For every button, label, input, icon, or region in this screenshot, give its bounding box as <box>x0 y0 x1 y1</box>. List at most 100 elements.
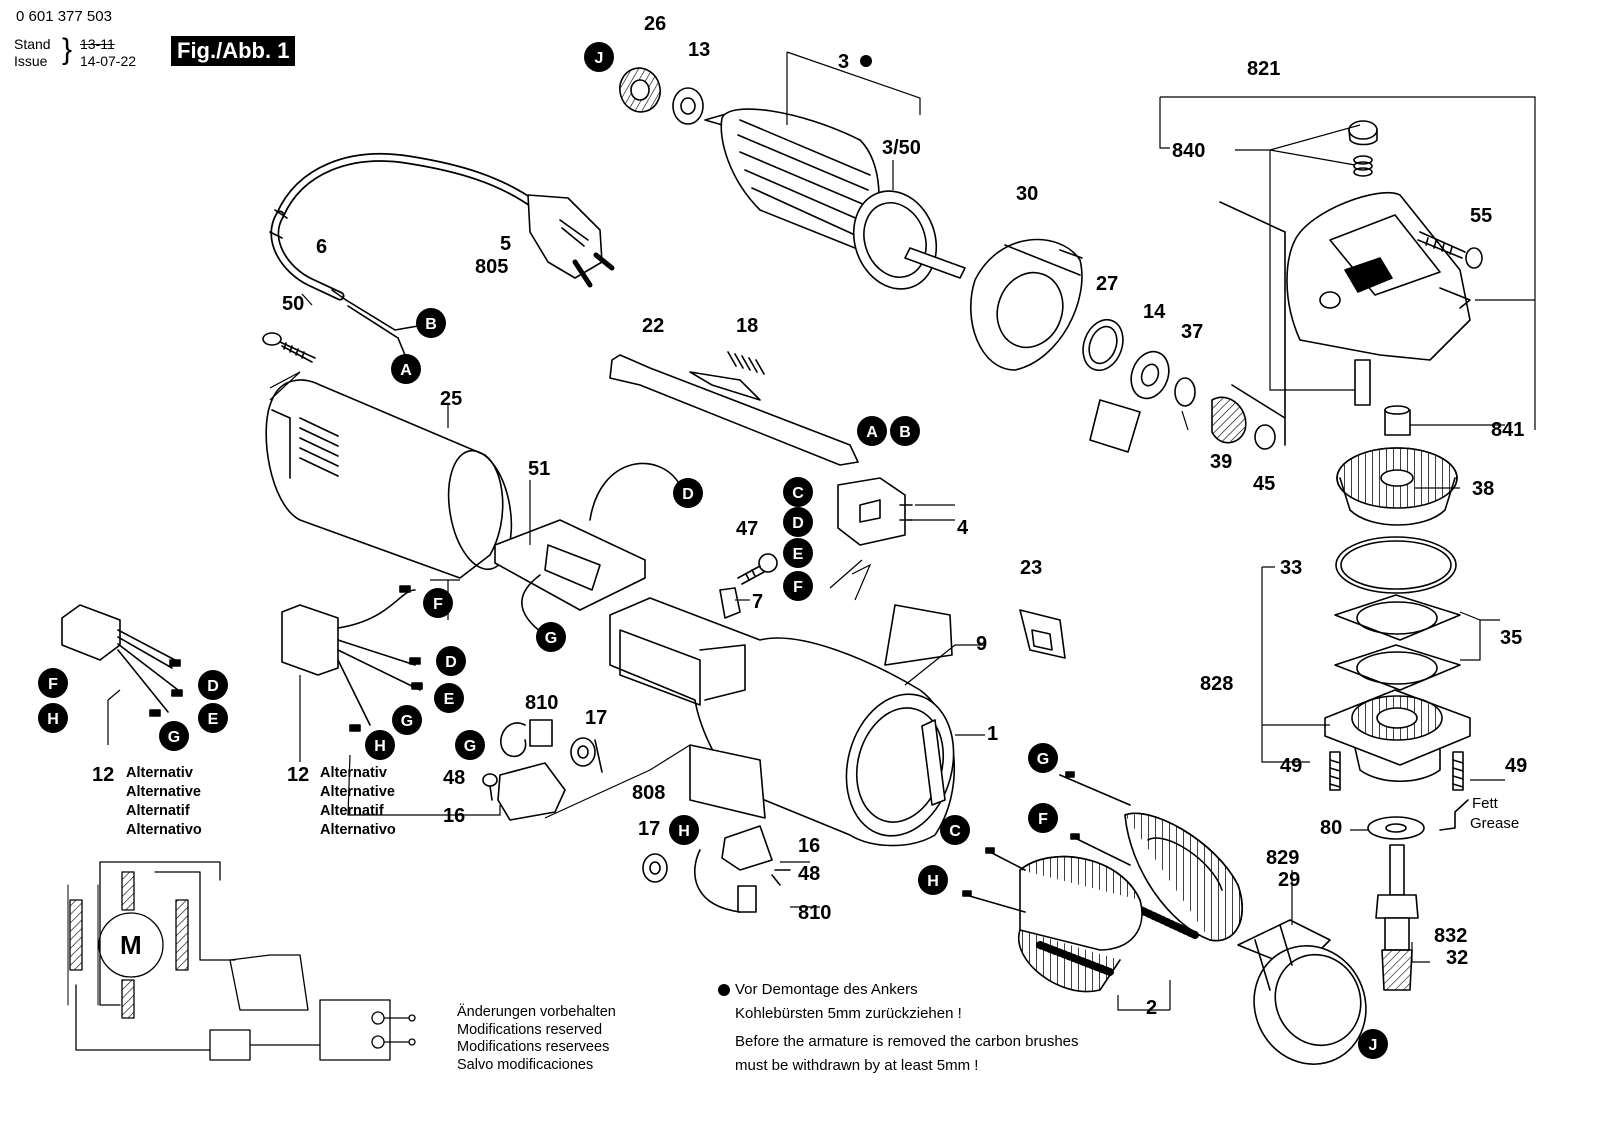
wiring-schematic <box>67 861 416 1061</box>
callout-h-3: H <box>669 815 699 845</box>
note-de-line-2: Kohlebürsten 5mm zurückziehen ! <box>735 1005 962 1022</box>
spring-small <box>1353 155 1373 177</box>
callout-h-2: H <box>38 703 68 733</box>
svg-text:G: G <box>1037 751 1049 768</box>
label-17-bottom: 17 <box>638 818 660 840</box>
alt-right-en: Alternative <box>320 784 395 800</box>
svg-text:G: G <box>545 630 557 647</box>
alt-left-es: Alternativo <box>126 822 202 838</box>
issue-date: 14-07-22 <box>80 53 137 69</box>
svg-text:H: H <box>927 873 939 890</box>
air-guide-30 <box>970 238 1083 371</box>
svg-text:H: H <box>374 738 386 755</box>
screw-47 <box>737 553 778 585</box>
callout-d-1: D <box>673 478 703 508</box>
svg-text:F: F <box>1038 811 1048 828</box>
lever-23 <box>1019 609 1066 659</box>
label-26: 26 <box>644 13 666 35</box>
note-de-line-1: Vor Demontage des Ankers <box>735 981 918 998</box>
field-leads <box>962 771 1131 913</box>
svg-text:F: F <box>793 579 803 596</box>
callout-g-3: G <box>159 721 189 751</box>
label-50: 50 <box>282 293 304 315</box>
label-840: 840 <box>1172 140 1205 162</box>
armature-note-en: Before the armature is removed the carbo… <box>735 1033 1079 1075</box>
label-23: 23 <box>1020 557 1042 579</box>
callout-g-2: G <box>392 705 422 735</box>
svg-text:F: F <box>48 676 58 693</box>
svg-text:C: C <box>792 485 804 502</box>
figure-badge: Fig./Abb. 1 <box>171 36 296 66</box>
screw-55 <box>1417 231 1483 269</box>
callout-e-1: E <box>783 538 813 568</box>
housing-cover-25 <box>265 379 513 579</box>
callout-b-2: B <box>890 416 920 446</box>
oring-33 <box>1335 536 1457 594</box>
label-32: 32 <box>1446 947 1468 969</box>
brush-holder-right <box>642 825 791 913</box>
vent-cap <box>1348 120 1378 146</box>
alt-right-de: Alternativ <box>320 765 387 781</box>
callout-g-1: G <box>536 622 566 652</box>
modifications-fr: Modifications reservees <box>457 1039 610 1055</box>
label-16-right: 16 <box>798 835 820 857</box>
alternatives-left: Alternativ Alternative Alternatif Altern… <box>126 764 202 840</box>
leader-lines <box>107 51 1536 1011</box>
label-3: 3 <box>838 51 849 73</box>
callout-h-1: H <box>365 730 395 760</box>
label-47: 47 <box>736 518 758 540</box>
svg-text:D: D <box>445 654 457 671</box>
bearing-26 <box>619 67 661 113</box>
label-22: 22 <box>642 315 664 337</box>
label-828: 828 <box>1200 673 1233 695</box>
svg-text:H: H <box>678 823 690 840</box>
label-12-left: 12 <box>92 764 114 786</box>
label-6: 6 <box>316 236 327 258</box>
field-coil-lower <box>1017 855 1143 993</box>
module-51 <box>494 462 681 636</box>
label-805: 805 <box>475 256 508 278</box>
callout-markers: J B A D A B C D E F F G D E G H F D H E … <box>38 42 1388 1059</box>
screws-49 <box>1329 751 1464 791</box>
svg-text:A: A <box>866 424 878 441</box>
svg-text:H: H <box>47 711 59 728</box>
label-7: 7 <box>752 591 763 613</box>
alt-left-en: Alternative <box>126 784 201 800</box>
label-2: 2 <box>1146 997 1157 1019</box>
brush-holder-left <box>482 719 603 821</box>
label-3-50: 3/50 <box>882 137 921 159</box>
label-fett: Fett <box>1472 795 1499 812</box>
callout-d-2: D <box>783 507 813 537</box>
label-37: 37 <box>1181 321 1203 343</box>
callout-a-2: A <box>857 416 887 446</box>
callout-c-2: C <box>940 815 970 845</box>
label-55: 55 <box>1470 205 1492 227</box>
label-841: 841 <box>1491 419 1524 441</box>
spindle-32 <box>1375 844 1419 991</box>
label-808: 808 <box>632 782 665 804</box>
callout-f-4: F <box>1028 803 1058 833</box>
label-832: 832 <box>1434 925 1467 947</box>
alt-module-12-right <box>281 585 423 732</box>
note-bullet <box>718 984 730 996</box>
note-en-line-1: Before the armature is removed the carbo… <box>735 1033 1079 1050</box>
callout-e-3: E <box>198 703 228 733</box>
callout-f-2: F <box>423 588 453 618</box>
label-821: 821 <box>1247 58 1280 80</box>
callout-j-2: J <box>1358 1029 1388 1059</box>
screw-50 <box>262 332 316 363</box>
label-810-bottom: 810 <box>798 902 831 924</box>
callout-a-1: A <box>391 354 421 384</box>
label-1: 1 <box>987 723 998 745</box>
label-38: 38 <box>1472 478 1494 500</box>
svg-text:E: E <box>444 691 455 708</box>
stand-date-old: 13-11 <box>80 36 115 52</box>
svg-text:C: C <box>949 823 961 840</box>
motor-housing-1 <box>609 597 956 847</box>
label-49-left: 49 <box>1280 755 1302 777</box>
svg-text:J: J <box>595 50 604 67</box>
part-number: 0 601 377 503 <box>16 8 112 25</box>
svg-text:A: A <box>400 362 412 379</box>
gaskets-35 <box>1334 594 1461 691</box>
